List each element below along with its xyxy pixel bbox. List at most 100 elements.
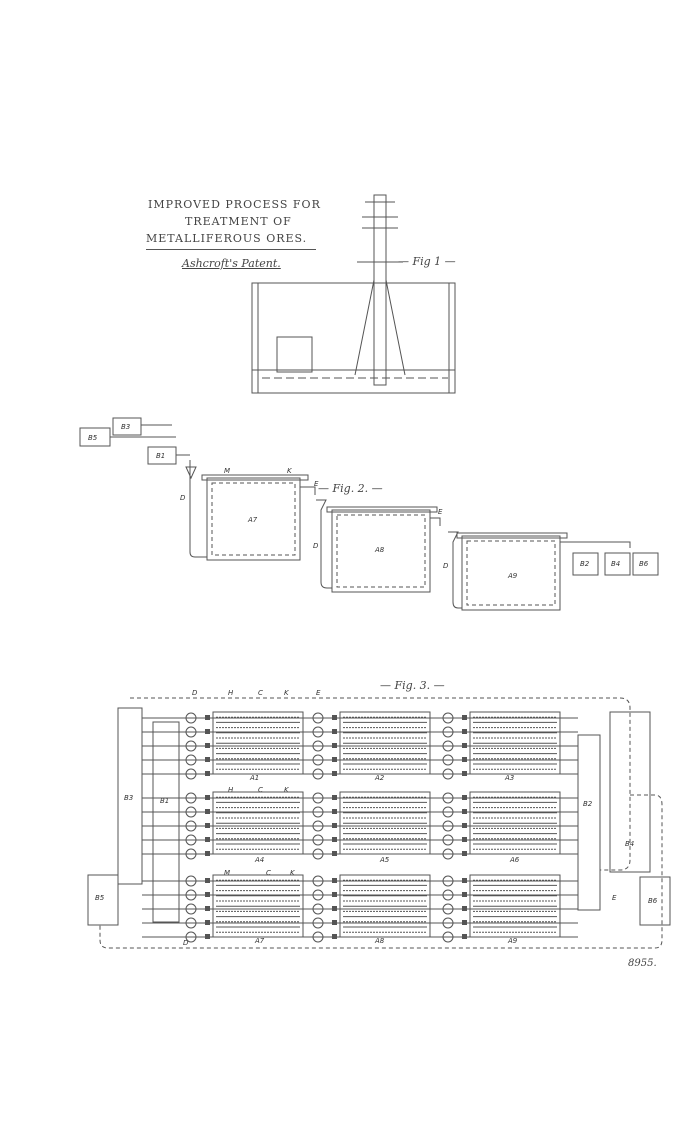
terminal-clamp [462, 906, 467, 911]
pipe-coupling [312, 712, 324, 724]
label-b1: B1 [156, 452, 165, 460]
label-a7: A7 [254, 937, 265, 945]
terminal-clamp [205, 892, 210, 897]
label-a8: A8 [374, 937, 385, 945]
pipe-coupling [442, 917, 454, 929]
label-a9: A9 [507, 572, 518, 580]
sheet-number: 8955. [628, 958, 657, 969]
pipe-coupling [185, 754, 197, 766]
title-line-3: METALLIFEROUS ORES. [146, 232, 308, 245]
terminal-clamp [332, 795, 337, 800]
terminal-clamp [332, 729, 337, 734]
terminal-clamp [205, 809, 210, 814]
label-b5: B5 [95, 894, 105, 902]
label-d: D [192, 689, 198, 697]
pipe-coupling [442, 806, 454, 818]
pipe-coupling [442, 740, 454, 752]
pipe-coupling [442, 889, 454, 901]
terminal-clamp [332, 906, 337, 911]
electrolytic-tank [339, 874, 431, 938]
pipe-coupling [185, 806, 197, 818]
label-a6: A6 [509, 856, 520, 864]
pipe-coupling [442, 931, 454, 943]
terminal-clamp [462, 837, 467, 842]
terminal-clamp [332, 757, 337, 762]
fig3-label: — Fig. 3. — [380, 679, 445, 692]
label-d: D [180, 494, 186, 502]
pipe-coupling [312, 726, 324, 738]
pipe-coupling [442, 754, 454, 766]
label-a7: A7 [247, 516, 258, 524]
label-e: E [316, 689, 321, 697]
label-m: M [224, 467, 230, 475]
electrolytic-tank [339, 791, 431, 855]
pipe-coupling [185, 820, 197, 832]
label-b4: B4 [625, 840, 634, 848]
pipe-coupling [312, 875, 324, 887]
label-a2: A2 [374, 774, 385, 782]
label-b3: B3 [121, 423, 130, 431]
pipe-coupling [185, 712, 197, 724]
pipe-coupling [185, 792, 197, 804]
label-b2: B2 [580, 560, 590, 568]
pipe-coupling [312, 820, 324, 832]
electrolytic-tank [212, 791, 304, 855]
terminal-clamp [205, 906, 210, 911]
label-a3: A3 [504, 774, 514, 782]
fig3-apparatus: B3 B1 B5 B4 B2 B6 D H C K E H C K M C K … [87, 689, 671, 949]
pipe-coupling [185, 848, 197, 860]
title-underline [146, 249, 316, 250]
label-h: H [228, 786, 234, 794]
pipe-coupling [442, 834, 454, 846]
title-line-1: IMPROVED PROCESS FOR [148, 198, 321, 211]
pipe-coupling [185, 875, 197, 887]
terminal-clamp [462, 757, 467, 762]
terminal-clamp [462, 771, 467, 776]
terminal-clamp [332, 771, 337, 776]
patent-subtitle: Ashcroft's Patent. [182, 257, 281, 270]
pipe-coupling [185, 834, 197, 846]
terminal-clamp [332, 823, 337, 828]
terminal-clamp [205, 715, 210, 720]
terminal-clamp [205, 851, 210, 856]
pipe-coupling [442, 712, 454, 724]
terminal-clamp [205, 823, 210, 828]
terminal-clamp [205, 743, 210, 748]
terminal-clamp [332, 809, 337, 814]
pipe-coupling [312, 889, 324, 901]
terminal-clamp [462, 920, 467, 925]
terminal-clamp [332, 851, 337, 856]
label-a4: A4 [254, 856, 264, 864]
label-b6: B6 [639, 560, 649, 568]
label-a1: A1 [249, 774, 259, 782]
terminal-clamp [462, 934, 467, 939]
terminal-clamp [462, 823, 467, 828]
terminal-clamp [205, 878, 210, 883]
electrolytic-tank [469, 791, 561, 855]
terminal-clamp [332, 878, 337, 883]
terminal-clamp [332, 715, 337, 720]
terminal-clamp [205, 771, 210, 776]
electrolytic-tank [212, 874, 304, 938]
terminal-clamp [332, 892, 337, 897]
label-k: K [284, 786, 290, 794]
label-e: E [314, 480, 319, 488]
label-c: C [258, 786, 263, 794]
label-d: D [443, 562, 449, 570]
pipe-coupling [442, 903, 454, 915]
terminal-clamp [462, 715, 467, 720]
pipe-coupling [442, 875, 454, 887]
pipe-coupling [312, 806, 324, 818]
label-k: K [287, 467, 293, 475]
pipe-coupling [312, 768, 324, 780]
pipe-coupling [442, 768, 454, 780]
pipe-coupling [185, 740, 197, 752]
label-a8: A8 [374, 546, 385, 554]
label-b6: B6 [648, 897, 658, 905]
pipe-coupling [442, 820, 454, 832]
label-e: E [612, 894, 617, 902]
fig1-tank [251, 194, 456, 394]
label-b5: B5 [88, 434, 98, 442]
terminal-clamp [462, 795, 467, 800]
